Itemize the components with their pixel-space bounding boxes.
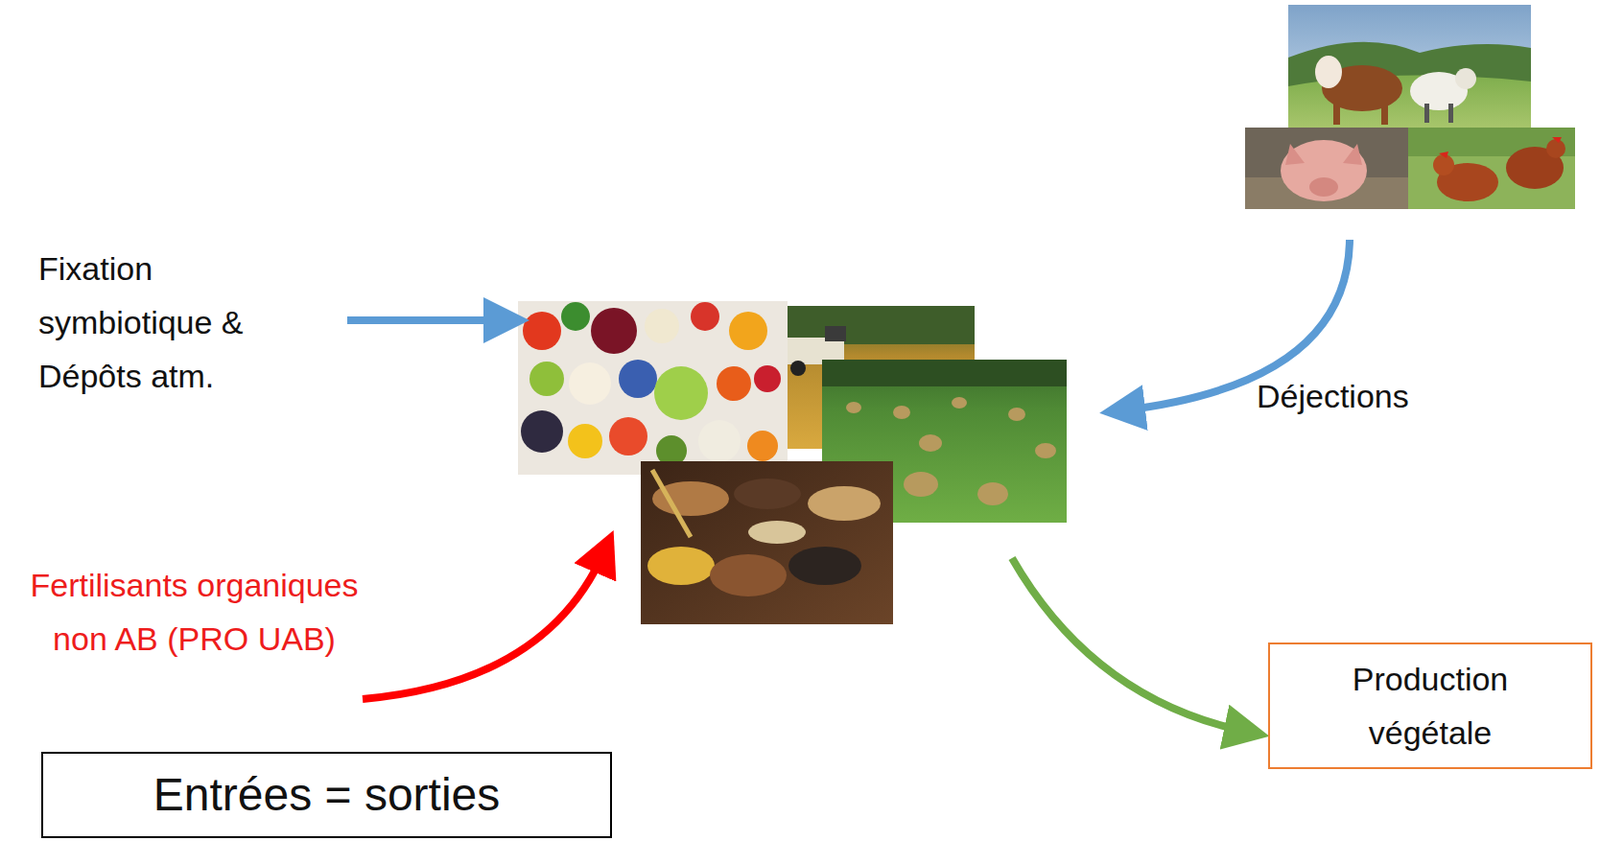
input-label: Fixation symbiotique & Dépôts atm.: [38, 241, 307, 403]
input-label-red: Fertilisants organiques non AB (PRO UAB): [28, 558, 360, 666]
input-label: Déjections: [1256, 369, 1487, 424]
output-box: Production végétale: [1268, 642, 1593, 770]
grain-photo: [640, 461, 894, 625]
balance-box: Entrées = sorties: [41, 752, 612, 839]
box-text: Entrées = sorties: [153, 768, 501, 823]
flow-arrow: [1011, 558, 1248, 732]
livestock-photo: [1288, 4, 1531, 128]
chicken-photo: [1408, 127, 1576, 210]
pig-photo: [1245, 127, 1409, 210]
flow-arrow: [347, 316, 507, 325]
box-text: Production végétale: [1310, 652, 1551, 760]
fruit-vegetable-photo: [517, 301, 788, 475]
flow-arrow: [362, 551, 605, 700]
